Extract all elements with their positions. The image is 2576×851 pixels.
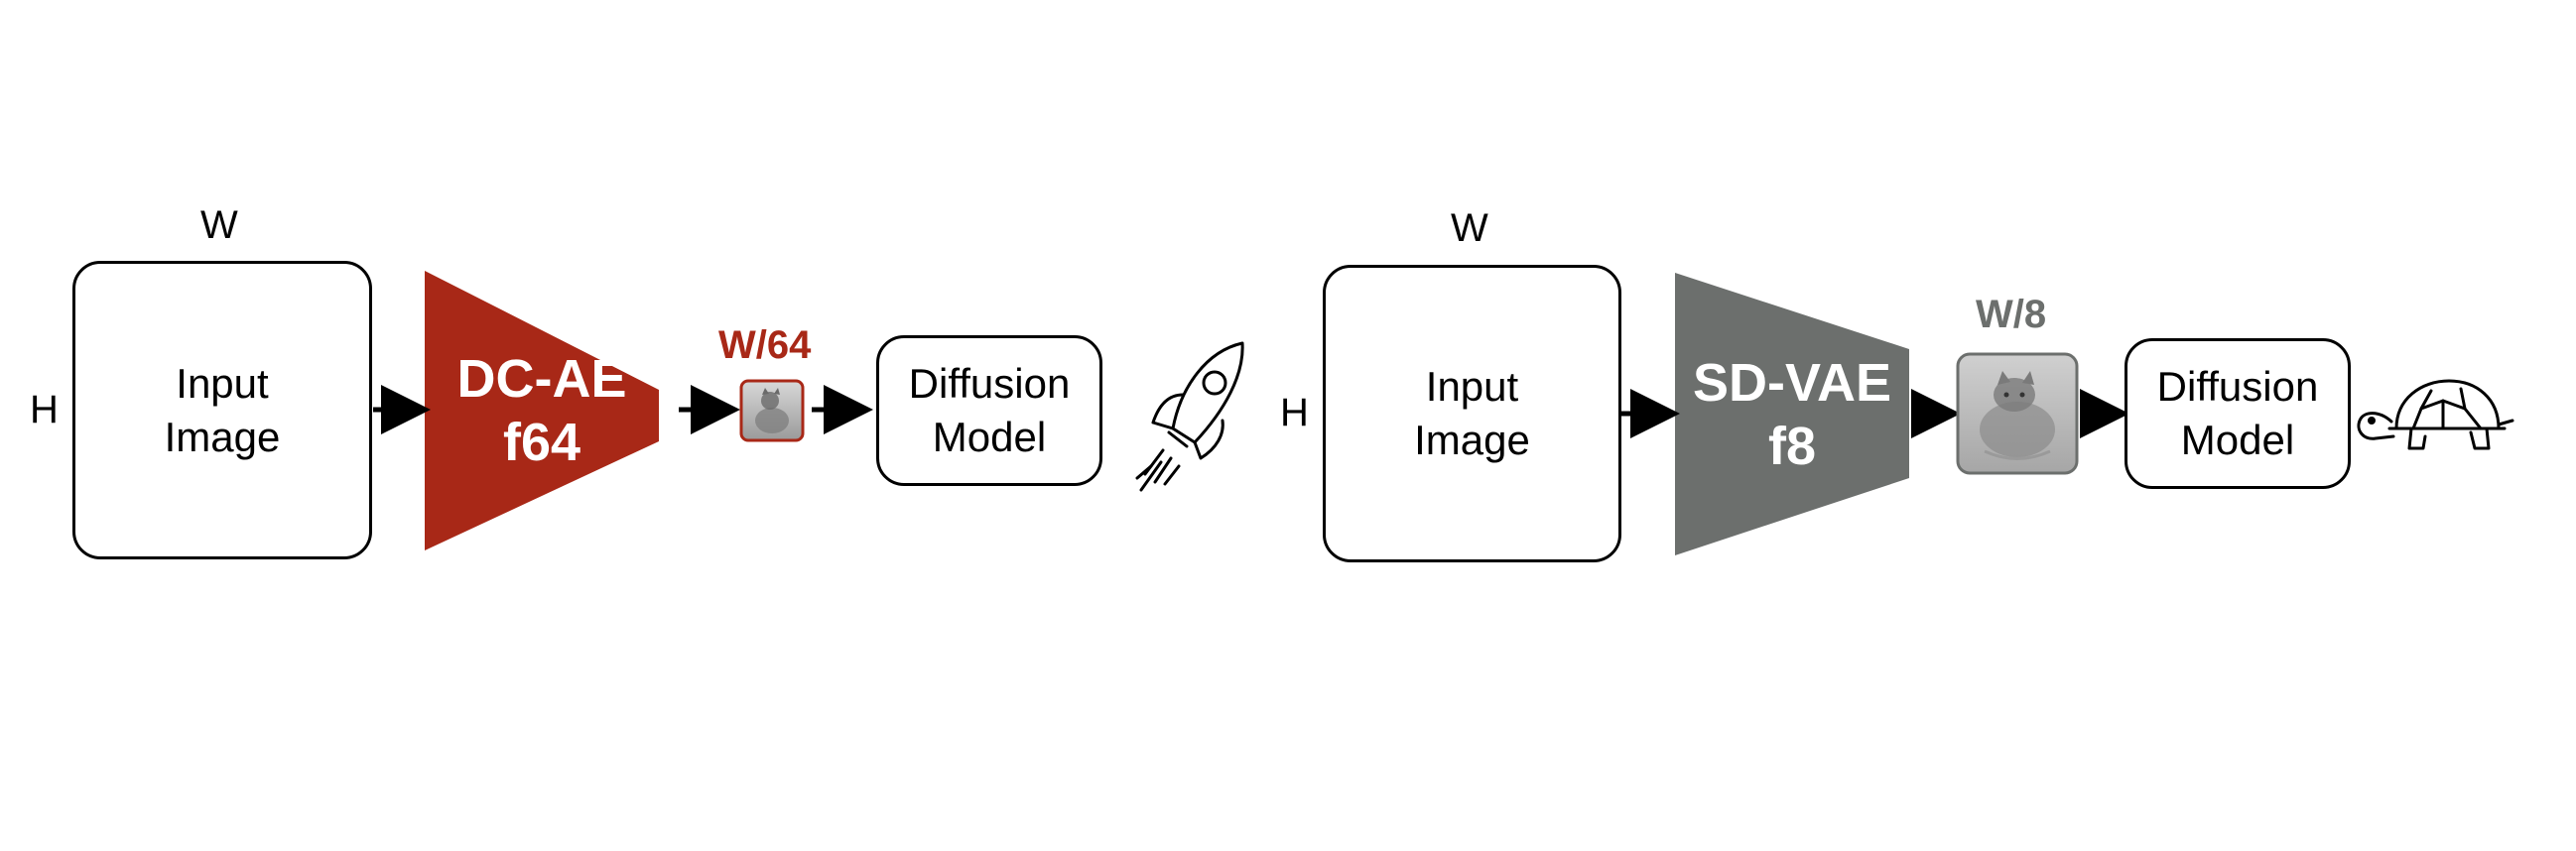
height-label-left: H [30, 388, 59, 431]
diffusion-box-line1: Diffusion [908, 360, 1071, 407]
diffusion-box-line2: Model [2180, 417, 2295, 463]
input-box-line1: Input [176, 359, 269, 407]
latent-thumbnail-small [739, 379, 805, 442]
dcae-encoder-label: DC-AE f64 [425, 341, 659, 480]
input-image-box-left: Input Image [72, 261, 372, 559]
latent-size-label-left: W/64 [718, 323, 812, 367]
input-box-line2: Image [1414, 417, 1530, 463]
sdvae-encoder-shape [1675, 273, 1909, 555]
sdvae-encoder-label: SD-VAE f8 [1675, 345, 1909, 484]
input-box-line1: Input [1425, 363, 1519, 410]
dcae-encoder-name: DC-AE [456, 349, 627, 409]
input-box-line2: Image [164, 413, 281, 460]
sdvae-encoder-factor: f8 [1767, 417, 1816, 476]
diffusion-model-box-left: Diffusion Model [876, 335, 1102, 486]
width-label-right: W [1451, 206, 1488, 250]
turtle-icon [2357, 379, 2514, 450]
sdvae-encoder-name: SD-VAE [1692, 353, 1892, 413]
latent-thumbnail-large [1956, 352, 2079, 475]
diffusion-box-line2: Model [932, 414, 1047, 460]
diffusion-model-box-right: Diffusion Model [2125, 338, 2351, 489]
latent-size-label-right: W/8 [1976, 293, 2047, 336]
width-label-left: W [200, 203, 238, 247]
dcae-encoder-factor: f64 [502, 413, 581, 472]
dcae-encoder-shape [425, 271, 659, 550]
rocket-icon [1135, 341, 1244, 492]
input-image-box-right: Input Image [1323, 265, 1621, 562]
diffusion-box-line1: Diffusion [2156, 363, 2319, 410]
height-label-right: H [1280, 391, 1309, 434]
